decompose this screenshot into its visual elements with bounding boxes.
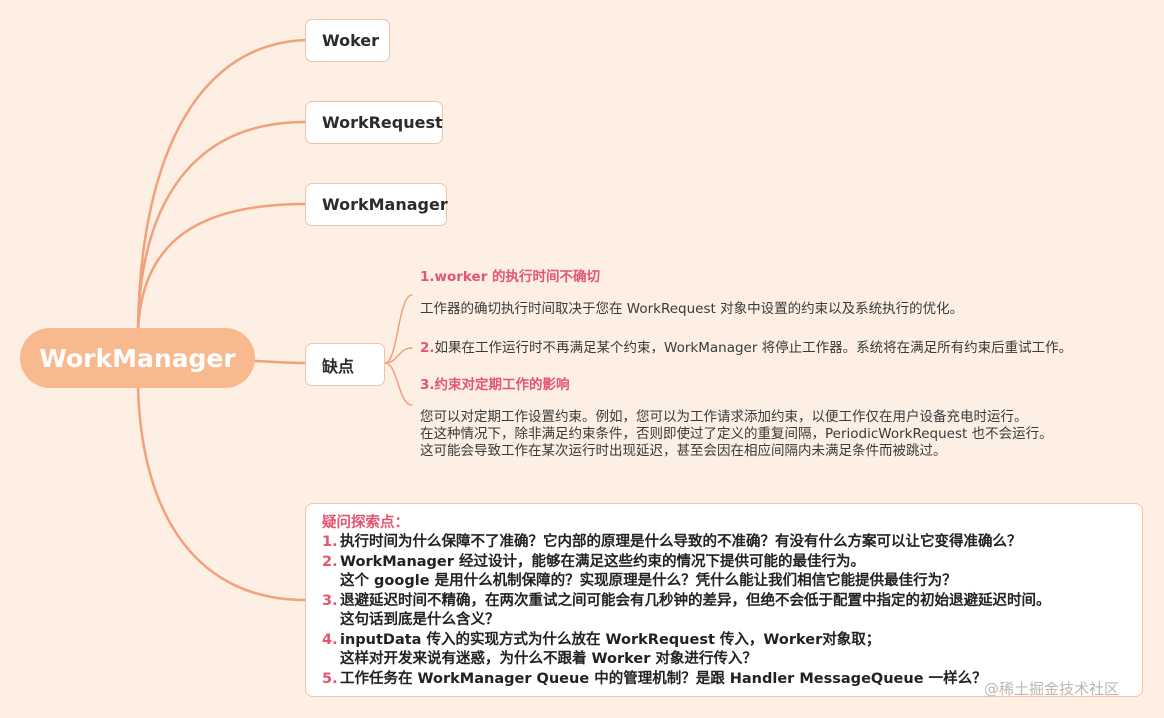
branch-workrequest [136,120,307,332]
node-workmanager-label: WorkManager [322,195,448,214]
drawback-3-line-3: 这可能会导致工作在某次运行时出现延迟，甚至会因在相应间隔内未满足条件而被跳过。 [420,443,947,459]
question-1-line-1: 执行时间为什么保障不了准确？它内部的原理是什么导致的不准确？有没有什么方案可以让… [340,534,1022,550]
question-item-4: 4.inputData 传入的实现方式为什么放在 WorkRequest 传入，… [322,631,1126,651]
branch-questions [136,386,307,602]
node-drawbacks[interactable]: 缺点 [305,343,385,386]
watermark: @稀土掘金技术社区 [984,680,1120,698]
branch-drawback-1 [384,294,413,364]
question-3-line-1: 退避延迟时间不精确，在两次重试之间可能会有几秒钟的差异，但绝不会低于配置中指定的… [340,592,1051,609]
branch-drawback-2 [384,347,413,364]
node-drawbacks-label: 缺点 [322,356,355,376]
root-node[interactable]: WorkManager [20,328,255,388]
question-4-line-2: 这样对开发来说有迷惑，为什么不跟着 Worker 对象进行传入？ [340,651,757,667]
branch-woker [136,38,307,332]
drawback-3-line-2: 在这种情况下，除非满足约束条件，否则即使过了定义的重复间隔，PeriodicWo… [420,426,1053,442]
questions-box[interactable]: 疑问探索点： 1.执行时间为什么保障不了准确？它内部的原理是什么导致的不准确？有… [305,503,1143,697]
question-item-1: 1.执行时间为什么保障不了准确？它内部的原理是什么导致的不准确？有没有什么方案可… [322,533,1126,553]
node-woker[interactable]: Woker [305,19,390,62]
question-4-number: 4. [322,631,338,648]
node-woker-label: Woker [322,31,380,50]
question-2-line-2: 这个 google 是用什么机制保障的？实现原理是什么？凭什么能让我们相信它能提… [340,573,957,589]
branch-drawback-3 [384,362,413,406]
question-item-2: 2.WorkManager 经过设计，能够在满足这些约束的情况下提供可能的最佳行… [322,553,1126,573]
question-4-line-1: inputData 传入的实现方式为什么放在 WorkRequest 传入，Wo… [340,631,881,648]
node-workrequest-label: WorkRequest [322,113,443,132]
branch-workmanager [136,202,307,332]
node-workrequest[interactable]: WorkRequest [305,101,443,144]
question-5-line-1: 工作任务在 WorkManager Queue 中的管理机制？是跟 Handle… [340,670,987,687]
question-2-line-1: WorkManager 经过设计，能够在满足这些约束的情况下提供可能的最佳行为。 [340,553,865,570]
root-node-label: WorkManager [39,343,236,373]
question-3-number: 3. [322,592,338,609]
question-2-number: 2. [322,553,338,570]
drawback-2: 2.如果在工作运行时不再满足某个约束，WorkManager 将停止工作器。系统… [420,340,1072,357]
question-5-number: 5. [322,670,338,687]
node-workmanager[interactable]: WorkManager [305,183,448,226]
questions-title: 疑问探索点： [322,515,409,531]
question-item-3: 3.退避延迟时间不精确，在两次重试之间可能会有几秒钟的差异，但绝不会低于配置中指… [322,592,1126,612]
drawback-3-title: 3.约束对定期工作的影响 [420,377,570,393]
question-1-number: 1. [322,534,338,550]
drawback-1-text: 工作器的确切执行时间取决于您在 WorkRequest 对象中设置的约束以及系统… [420,301,964,317]
drawback-3-line-1: 您可以对定期工作设置约束。例如，您可以为工作请求添加约束，以便工作仅在用户设备充… [420,409,1028,425]
question-3-line-2: 这句话到底是什么含义？ [340,612,500,628]
drawback-2-number: 2. [420,340,435,356]
question-item-5: 5.工作任务在 WorkManager Queue 中的管理机制？是跟 Hand… [322,670,1126,690]
drawback-2-text: 如果在工作运行时不再满足某个约束，WorkManager 将停止工作器。系统将在… [434,340,1073,356]
drawback-1-title: 1.worker 的执行时间不确切 [420,269,601,285]
